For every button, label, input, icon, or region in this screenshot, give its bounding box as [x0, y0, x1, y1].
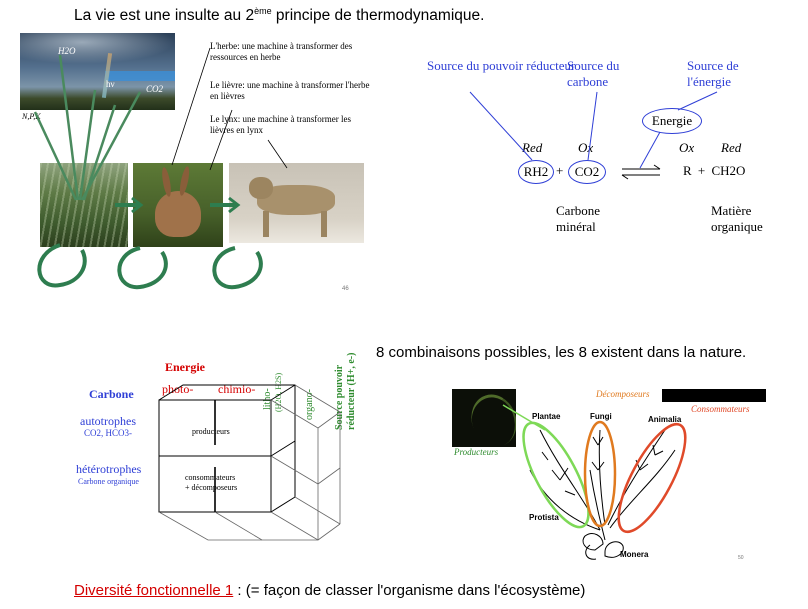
products-formula: R + CH2O: [683, 163, 746, 178]
producteurs-cell: producteurs: [192, 427, 230, 436]
protista-label: Protista: [529, 513, 559, 522]
autotrophes-label: autotrophes: [80, 414, 136, 428]
hare-photo: [133, 163, 223, 247]
diversite-link[interactable]: Diversité fonctionnelle 1: [74, 582, 234, 599]
energie-label: Energie: [651, 113, 693, 128]
consommateurs-label: Consommateurs: [691, 404, 750, 414]
caption-lynx: Le lynx: une machine à transformer les l…: [210, 114, 351, 135]
plus-sign: +: [556, 163, 564, 178]
source-energie: Source de l'énergie: [687, 58, 739, 89]
red-label-2: Red: [721, 140, 742, 155]
plantae-label: Plantae: [532, 412, 561, 421]
co2-ellipse: CO2: [568, 160, 606, 184]
decomposeurs-label: Décomposeurs: [596, 389, 650, 399]
rh2-ellipse: RH2: [518, 160, 554, 184]
title-text-end: principe de thermodynamique.: [271, 7, 485, 25]
page-title: La vie est une insulte au 2ème principe …: [74, 6, 484, 25]
caption-grass: L'herbe: une machine à transformer des r…: [210, 41, 353, 62]
autotrophes-sub: CO2, HCO3-: [84, 428, 133, 438]
consommateurs-bar: [662, 389, 766, 402]
co2-label: CO2: [146, 84, 164, 94]
fungi-label: Fungi: [590, 412, 612, 421]
npk-label: N,P,K: [22, 112, 41, 121]
sky-photo: [20, 33, 175, 110]
light-label: hν: [106, 79, 115, 89]
fungi-ellipse: [583, 420, 617, 528]
monera-label: Monera: [620, 550, 649, 559]
matiere-organique: Matière organique: [711, 203, 763, 234]
heterotrophes-sub: Carbone organique: [78, 477, 139, 486]
page-number-46: 46: [342, 286, 349, 292]
source-carbone: Source du carbone: [567, 58, 620, 89]
source-reducteur: Source du pouvoir réducteur: [427, 58, 576, 73]
combinaisons-text: 8 combinaisons possibles, les 8 existent…: [376, 344, 747, 361]
page-number-50: 50: [738, 555, 744, 561]
title-superscript: ème: [254, 6, 272, 16]
producteurs-label: Producteurs: [454, 447, 499, 457]
footer-line: Diversité fonctionnelle 1 : (= façon de …: [74, 582, 585, 599]
carbone-heading: Carbone: [89, 387, 134, 401]
lynx-photo: [229, 163, 364, 243]
h2o-label: H2O: [58, 46, 76, 56]
energie-ellipse: Energie: [642, 108, 702, 134]
ox-label-2: Ox: [679, 140, 695, 155]
caption-hare: Le lièvre: une machine à transformer l'h…: [210, 80, 370, 101]
carbone-mineral: Carbone minéral: [556, 203, 601, 234]
title-text: La vie est une insulte au 2: [74, 7, 255, 25]
fern-photo: [452, 389, 516, 447]
plantae-ellipse: [522, 421, 590, 529]
footer-rest: : (= façon de classer l'organisme dans l…: [233, 582, 586, 599]
animalia-ellipse: [617, 422, 687, 534]
heterotrophes-label: hétérotrophes: [76, 462, 142, 476]
decomposeurs-cell: + décomposeurs: [185, 483, 238, 492]
consommateurs-cell: consommateurs: [185, 473, 236, 482]
rh2-label: RH2: [523, 164, 549, 179]
red-label-1: Red: [522, 140, 543, 155]
energie-heading: Energie: [165, 360, 205, 374]
animalia-label: Animalia: [648, 415, 682, 424]
co2-formula: CO2: [574, 164, 600, 179]
